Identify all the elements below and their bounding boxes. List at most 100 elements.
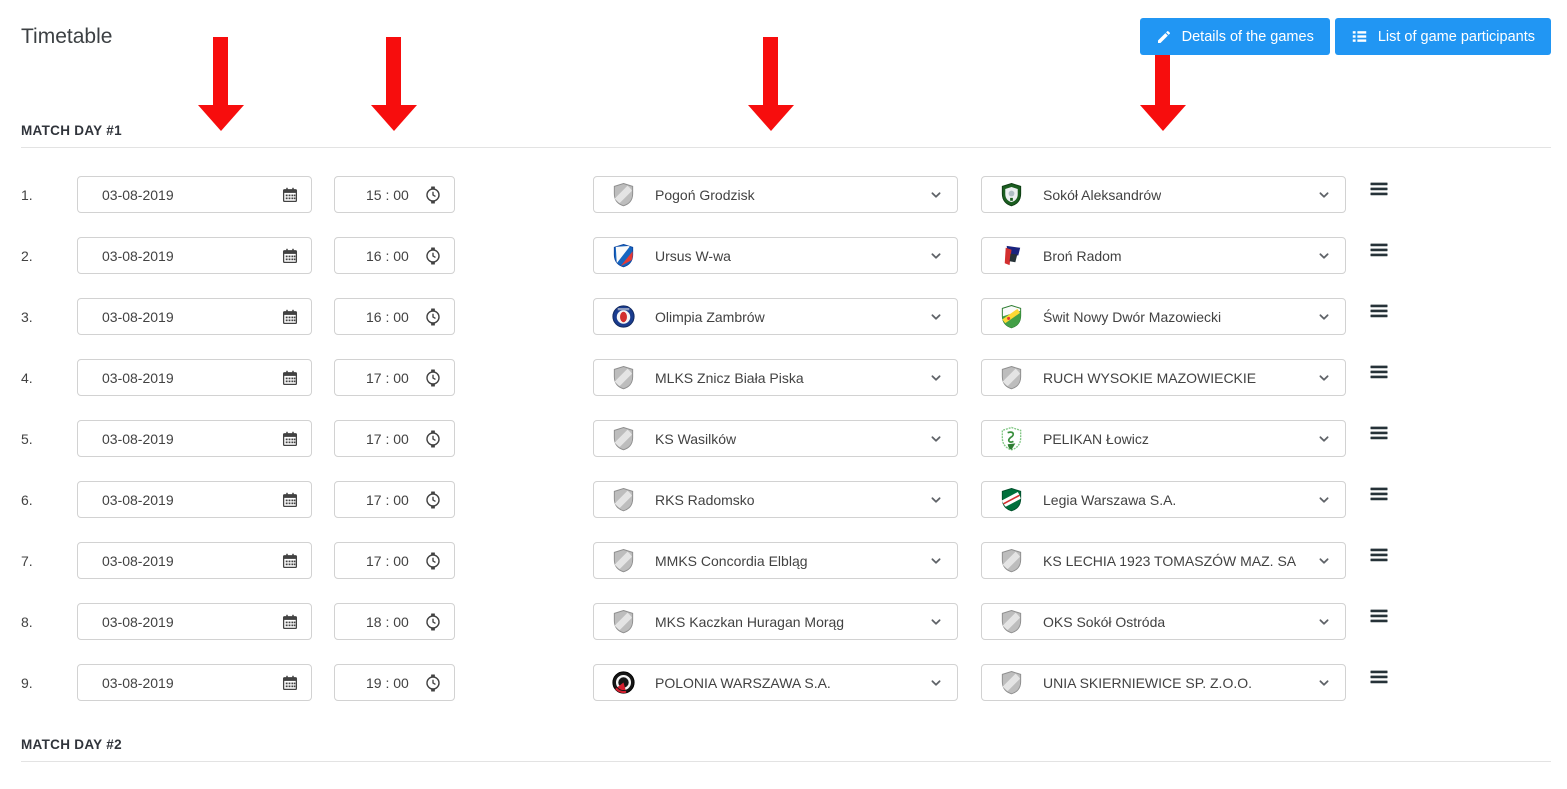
clock-icon[interactable] — [424, 673, 442, 692]
home-team-select[interactable]: KS Wasilków — [593, 420, 958, 457]
drag-handle-icon[interactable] — [1370, 243, 1388, 257]
match-row: 6. RKS Radomsko Legia Warszawa S.A. — [21, 481, 1551, 518]
chevron-down-icon — [929, 249, 943, 263]
club-crest-icon — [998, 242, 1025, 269]
date-input[interactable] — [78, 299, 311, 334]
away-team-select[interactable]: Świt Nowy Dwór Mazowiecki — [981, 298, 1346, 335]
home-team-select[interactable]: MKS Kaczkan Huragan Morąg — [593, 603, 958, 640]
date-input[interactable] — [78, 421, 311, 456]
calendar-icon[interactable] — [281, 369, 299, 387]
away-team-name: OKS Sokół Ostróda — [1043, 613, 1166, 630]
match-row: 9. POLONIA WARSZAWA S.A. UNIA SKIERNIEWI… — [21, 664, 1551, 701]
chevron-down-icon — [1317, 493, 1331, 507]
club-crest-icon — [610, 486, 637, 513]
toolbar: Details of the games List of game partic… — [1139, 18, 1551, 55]
clock-icon[interactable] — [424, 551, 442, 570]
home-team-select[interactable]: RKS Radomsko — [593, 481, 958, 518]
drag-handle-icon[interactable] — [1370, 487, 1388, 501]
clock-icon[interactable] — [424, 612, 442, 631]
calendar-icon[interactable] — [281, 674, 299, 692]
club-crest-icon — [610, 181, 637, 208]
chevron-down-icon — [1317, 554, 1331, 568]
time-field — [334, 359, 455, 396]
drag-handle-icon[interactable] — [1370, 670, 1388, 684]
away-team-name: Świt Nowy Dwór Mazowiecki — [1043, 308, 1222, 325]
calendar-icon[interactable] — [281, 308, 299, 326]
clock-icon[interactable] — [424, 490, 442, 509]
away-team-select[interactable]: Broń Radom — [981, 237, 1346, 274]
home-team-name: RKS Radomsko — [655, 491, 755, 508]
away-team-select[interactable]: RUCH WYSOKIE MAZOWIECKIE — [981, 359, 1346, 396]
home-team-select[interactable]: Pogoń Grodzisk — [593, 176, 958, 213]
calendar-icon[interactable] — [281, 552, 299, 570]
away-team-name: Legia Warszawa S.A. — [1043, 491, 1177, 508]
date-input[interactable] — [78, 177, 311, 212]
home-team-select[interactable]: MMKS Concordia Elbląg — [593, 542, 958, 579]
section-divider — [21, 761, 1551, 762]
calendar-icon[interactable] — [281, 247, 299, 265]
matchday-label: MATCH DAY #2 — [21, 737, 122, 752]
date-field — [77, 481, 312, 518]
date-input[interactable] — [78, 360, 311, 395]
away-team-name: PELIKAN Łowicz — [1043, 430, 1149, 447]
page-title: Timetable — [21, 25, 113, 48]
date-input[interactable] — [78, 482, 311, 517]
time-field — [334, 481, 455, 518]
clock-icon[interactable] — [424, 429, 442, 448]
date-input[interactable] — [78, 665, 311, 700]
home-team-select[interactable]: Ursus W-wa — [593, 237, 958, 274]
club-crest-icon — [998, 669, 1025, 696]
calendar-icon[interactable] — [281, 491, 299, 509]
drag-handle-icon[interactable] — [1370, 182, 1388, 196]
away-team-name: KS LECHIA 1923 TOMASZÓW MAZ. SA — [1043, 552, 1297, 569]
date-input[interactable] — [78, 238, 311, 273]
drag-handle-icon[interactable] — [1370, 365, 1388, 379]
home-team-select[interactable]: POLONIA WARSZAWA S.A. — [593, 664, 958, 701]
club-crest-icon — [998, 547, 1025, 574]
drag-handle-icon[interactable] — [1370, 304, 1388, 318]
away-team-select[interactable]: OKS Sokół Ostróda — [981, 603, 1346, 640]
clock-icon[interactable] — [424, 246, 442, 265]
drag-handle-icon[interactable] — [1370, 426, 1388, 440]
drag-handle-icon[interactable] — [1370, 548, 1388, 562]
date-input[interactable] — [78, 543, 311, 578]
clock-icon[interactable] — [424, 307, 442, 326]
away-team-select[interactable]: Sokół Aleksandrów — [981, 176, 1346, 213]
calendar-icon[interactable] — [281, 186, 299, 204]
clock-icon[interactable] — [424, 185, 442, 204]
match-row: 5. KS Wasilków PELIKAN Łowicz — [21, 420, 1551, 457]
match-number: 6. — [21, 491, 33, 508]
away-team-select[interactable]: UNIA SKIERNIEWICE SP. Z.O.O. — [981, 664, 1346, 701]
club-crest-icon — [998, 608, 1025, 635]
drag-handle-icon[interactable] — [1370, 609, 1388, 623]
matchday-section: MATCH DAY #2 — [21, 737, 1551, 762]
club-crest-icon — [610, 608, 637, 635]
list-of-participants-button[interactable]: List of game participants — [1334, 18, 1551, 55]
time-field — [334, 176, 455, 213]
club-crest-icon — [998, 364, 1025, 391]
chevron-down-icon — [929, 188, 943, 202]
pencil-icon — [1156, 29, 1172, 45]
chevron-down-icon — [1317, 676, 1331, 690]
clock-icon[interactable] — [424, 368, 442, 387]
home-team-select[interactable]: Olimpia Zambrów — [593, 298, 958, 335]
away-team-select[interactable]: Legia Warszawa S.A. — [981, 481, 1346, 518]
home-team-select[interactable]: MLKS Znicz Biała Piska — [593, 359, 958, 396]
date-input[interactable] — [78, 604, 311, 639]
chevron-down-icon — [929, 676, 943, 690]
away-team-select[interactable]: PELIKAN Łowicz — [981, 420, 1346, 457]
calendar-icon[interactable] — [281, 613, 299, 631]
matchday-section: MATCH DAY #1 1. Pogoń Grodzisk Sokół Al — [21, 123, 1551, 701]
date-field — [77, 420, 312, 457]
home-team-name: MLKS Znicz Biała Piska — [655, 369, 804, 386]
calendar-icon[interactable] — [281, 430, 299, 448]
match-row: 1. Pogoń Grodzisk Sokół Aleksandrów — [21, 176, 1551, 213]
chevron-down-icon — [929, 371, 943, 385]
away-team-select[interactable]: KS LECHIA 1923 TOMASZÓW MAZ. SA — [981, 542, 1346, 579]
details-of-games-button[interactable]: Details of the games — [1139, 18, 1330, 55]
away-team-name: Sokół Aleksandrów — [1043, 186, 1162, 203]
time-field — [334, 603, 455, 640]
home-team-name: POLONIA WARSZAWA S.A. — [655, 674, 831, 691]
home-team-name: Olimpia Zambrów — [655, 308, 765, 325]
